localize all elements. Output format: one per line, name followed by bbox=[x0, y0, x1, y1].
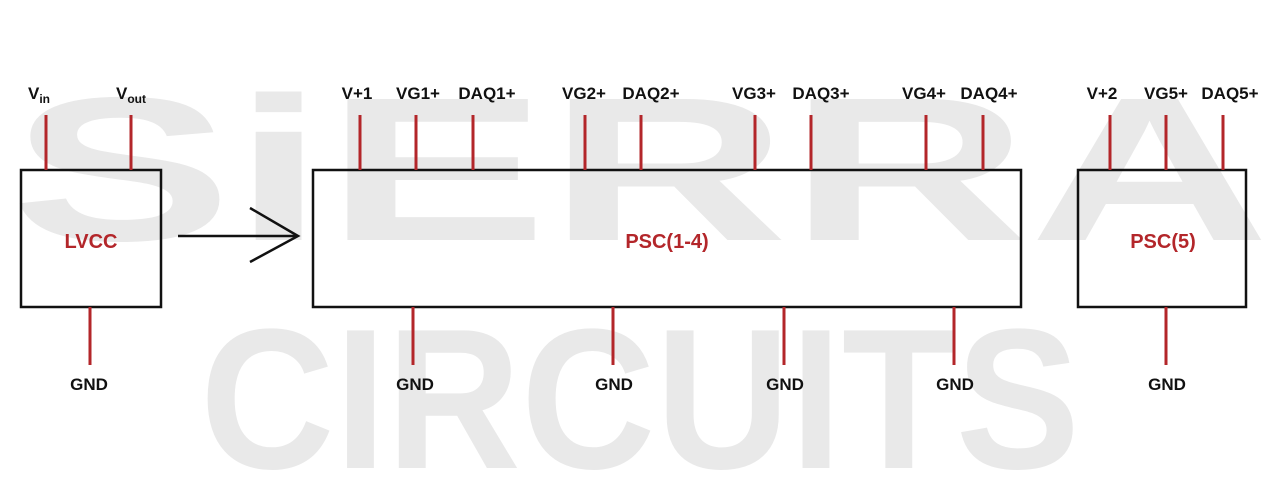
psc5-pin-label: DAQ5+ bbox=[1201, 84, 1258, 103]
lvcc-gnd-label: GND bbox=[70, 375, 108, 394]
lvcc-vin-main: V bbox=[28, 84, 40, 103]
psc14-block: PSC(1-4) V+1 VG1+ DAQ1+ VG2+ DAQ2+ VG3+ … bbox=[311, 84, 1023, 394]
lvcc-label: LVCC bbox=[65, 231, 118, 253]
arrow-head bbox=[249, 206, 301, 264]
psc14-label: PSC(1-4) bbox=[625, 231, 708, 253]
psc14-pin-label: VG3+ bbox=[732, 84, 776, 103]
watermark: SiERRA CIRCUITS bbox=[10, 55, 1270, 490]
lvcc-vin-label: Vin bbox=[28, 84, 50, 106]
psc5-block: PSC(5) V+2 VG5+ DAQ5+ GND bbox=[1076, 84, 1259, 394]
lvcc-block: LVCC Vin Vout GND bbox=[19, 84, 163, 394]
psc14-pin-label: DAQ3+ bbox=[792, 84, 849, 103]
psc14-box bbox=[311, 168, 1023, 309]
lvcc-vout-sub: out bbox=[127, 92, 146, 106]
psc5-gnd-label: GND bbox=[1148, 375, 1186, 394]
psc14-gnd-label: GND bbox=[595, 375, 633, 394]
psc14-pin-label: V+1 bbox=[342, 84, 373, 103]
psc14-pin-label: VG4+ bbox=[902, 84, 946, 103]
psc5-pin-label: V+2 bbox=[1087, 84, 1118, 103]
psc14-gnd-label: GND bbox=[936, 375, 974, 394]
psc14-gnd-label: GND bbox=[766, 375, 804, 394]
connection-arrow bbox=[178, 206, 301, 264]
psc14-pin-label: VG2+ bbox=[562, 84, 606, 103]
lvcc-vout-label: Vout bbox=[116, 84, 146, 106]
lvcc-vin-sub: in bbox=[39, 92, 50, 106]
psc14-pin-label: DAQ4+ bbox=[960, 84, 1017, 103]
psc14-gnd-label: GND bbox=[396, 375, 434, 394]
psc14-pin-label: DAQ2+ bbox=[622, 84, 679, 103]
psc5-label: PSC(5) bbox=[1130, 231, 1196, 253]
watermark-line-2: CIRCUITS bbox=[200, 288, 1080, 490]
psc5-pin-label: VG5+ bbox=[1144, 84, 1188, 103]
psc14-pin-label: VG1+ bbox=[396, 84, 440, 103]
psc5-box bbox=[1076, 168, 1248, 309]
psc14-pin-label: DAQ1+ bbox=[458, 84, 515, 103]
lvcc-vout-main: V bbox=[116, 84, 128, 103]
